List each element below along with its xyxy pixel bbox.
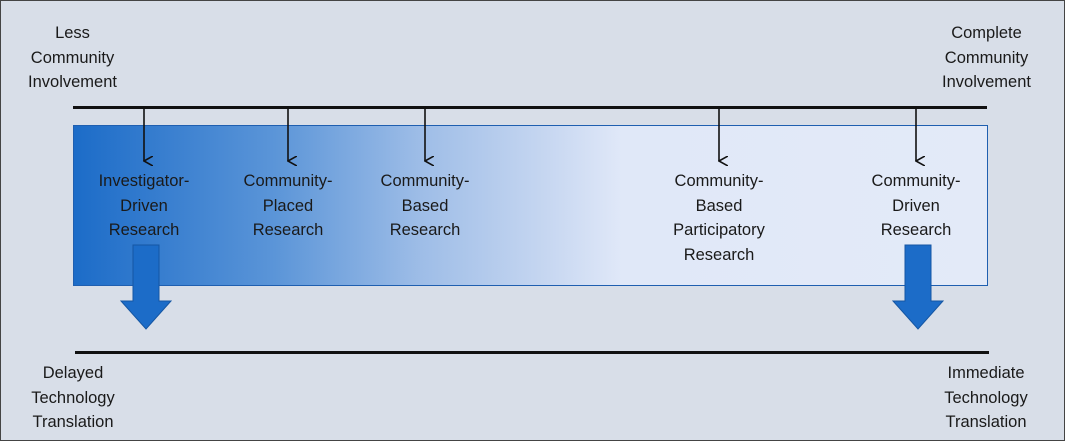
- immediate-translation-label: Immediate Technology Translation: [944, 364, 1028, 431]
- research-spectrum-band: [73, 125, 988, 286]
- involvement-axis-line: [73, 106, 987, 109]
- delayed-translation-arrow: [119, 244, 173, 330]
- immediate-translation-arrow: [891, 244, 945, 330]
- stage-community-placed: Community- Placed Research: [243, 172, 333, 239]
- less-involvement-label: Less Community Involvement: [28, 24, 117, 91]
- delayed-translation-label: Delayed Technology Translation: [31, 364, 115, 431]
- complete-involvement-label: Complete Community Involvement: [942, 24, 1031, 91]
- stage-community-based-participatory: Community- Based Participatory Research: [673, 172, 765, 264]
- translation-axis-line: [75, 351, 989, 354]
- stage-community-based: Community- Based Research: [380, 172, 470, 239]
- stage-investigator-driven: Investigator- Driven Research: [98, 172, 190, 239]
- stage-community-driven: Community- Driven Research: [871, 172, 961, 239]
